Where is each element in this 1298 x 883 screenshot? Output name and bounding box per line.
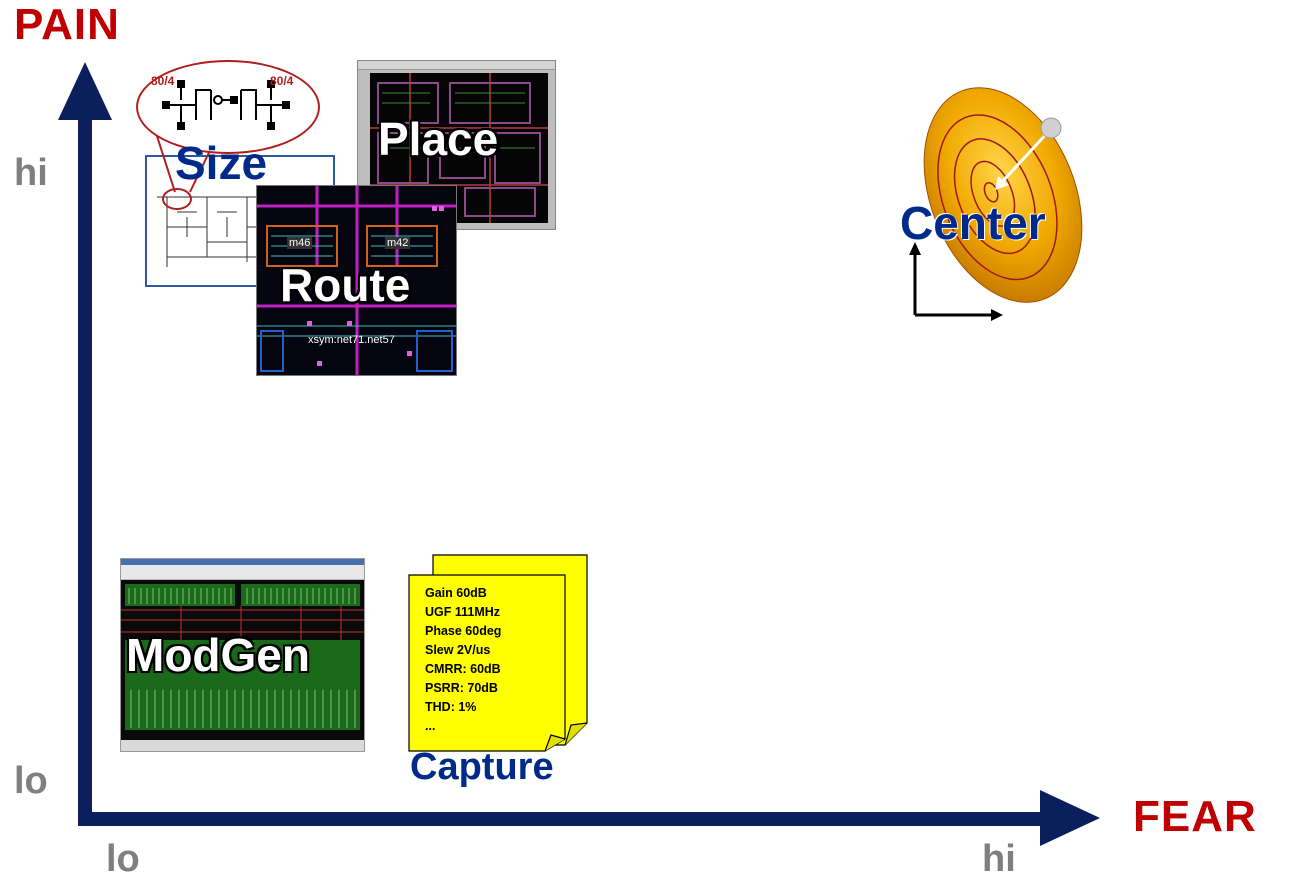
capture-spec-list: Gain 60dB UGF 111MHz Phase 60deg Slew 2V… <box>425 584 501 736</box>
route-layout-art <box>257 186 456 375</box>
y-tick-hi: hi <box>14 152 48 194</box>
place-layout <box>357 60 556 230</box>
spec-ellipsis: ... <box>425 719 436 733</box>
center-label: Center <box>900 197 1046 249</box>
transistor-pair-icon <box>162 80 290 130</box>
y-axis-title: PAIN <box>14 0 120 49</box>
route-net-label: xsym:net71.net57 <box>308 334 395 346</box>
route-layout <box>256 185 457 376</box>
spec-psrr: PSRR: 70dB <box>425 681 498 695</box>
modgen-label: ModGen <box>126 629 310 681</box>
route-label: Route <box>280 259 411 311</box>
modgen-layout-art <box>121 580 364 740</box>
x-axis-arrowhead <box>1040 790 1100 846</box>
size-label: Size <box>175 137 268 189</box>
y-axis-arrowhead <box>58 62 112 120</box>
x-tick-lo: lo <box>106 838 140 880</box>
capture-label: Capture <box>410 746 554 788</box>
y-axis-line <box>78 100 92 822</box>
spec-thd: THD: 1% <box>425 700 477 714</box>
x-axis-title: FEAR <box>1133 792 1257 841</box>
x-axis-line <box>78 812 1068 826</box>
y-tick-lo: lo <box>14 760 48 802</box>
x-tick-hi: hi <box>982 838 1016 880</box>
capture-notes <box>408 554 588 752</box>
transistor-size-left: 80/4 <box>151 74 175 88</box>
spec-ugf: UGF 111MHz <box>425 605 501 619</box>
route-instance-m42: m42 <box>385 237 411 249</box>
spec-cmrr: CMRR: 60dB <box>425 662 501 676</box>
modgen-screenshot <box>120 558 365 752</box>
transistor-size-right: 80/4 <box>270 74 294 88</box>
route-instance-m46: m46 <box>287 237 313 249</box>
spec-slew: Slew 2V/us <box>425 643 491 657</box>
place-label: Place <box>378 113 499 165</box>
center-target <box>909 87 1083 321</box>
spec-phase: Phase 60deg <box>425 624 502 638</box>
spec-gain: Gain 60dB <box>425 586 487 600</box>
